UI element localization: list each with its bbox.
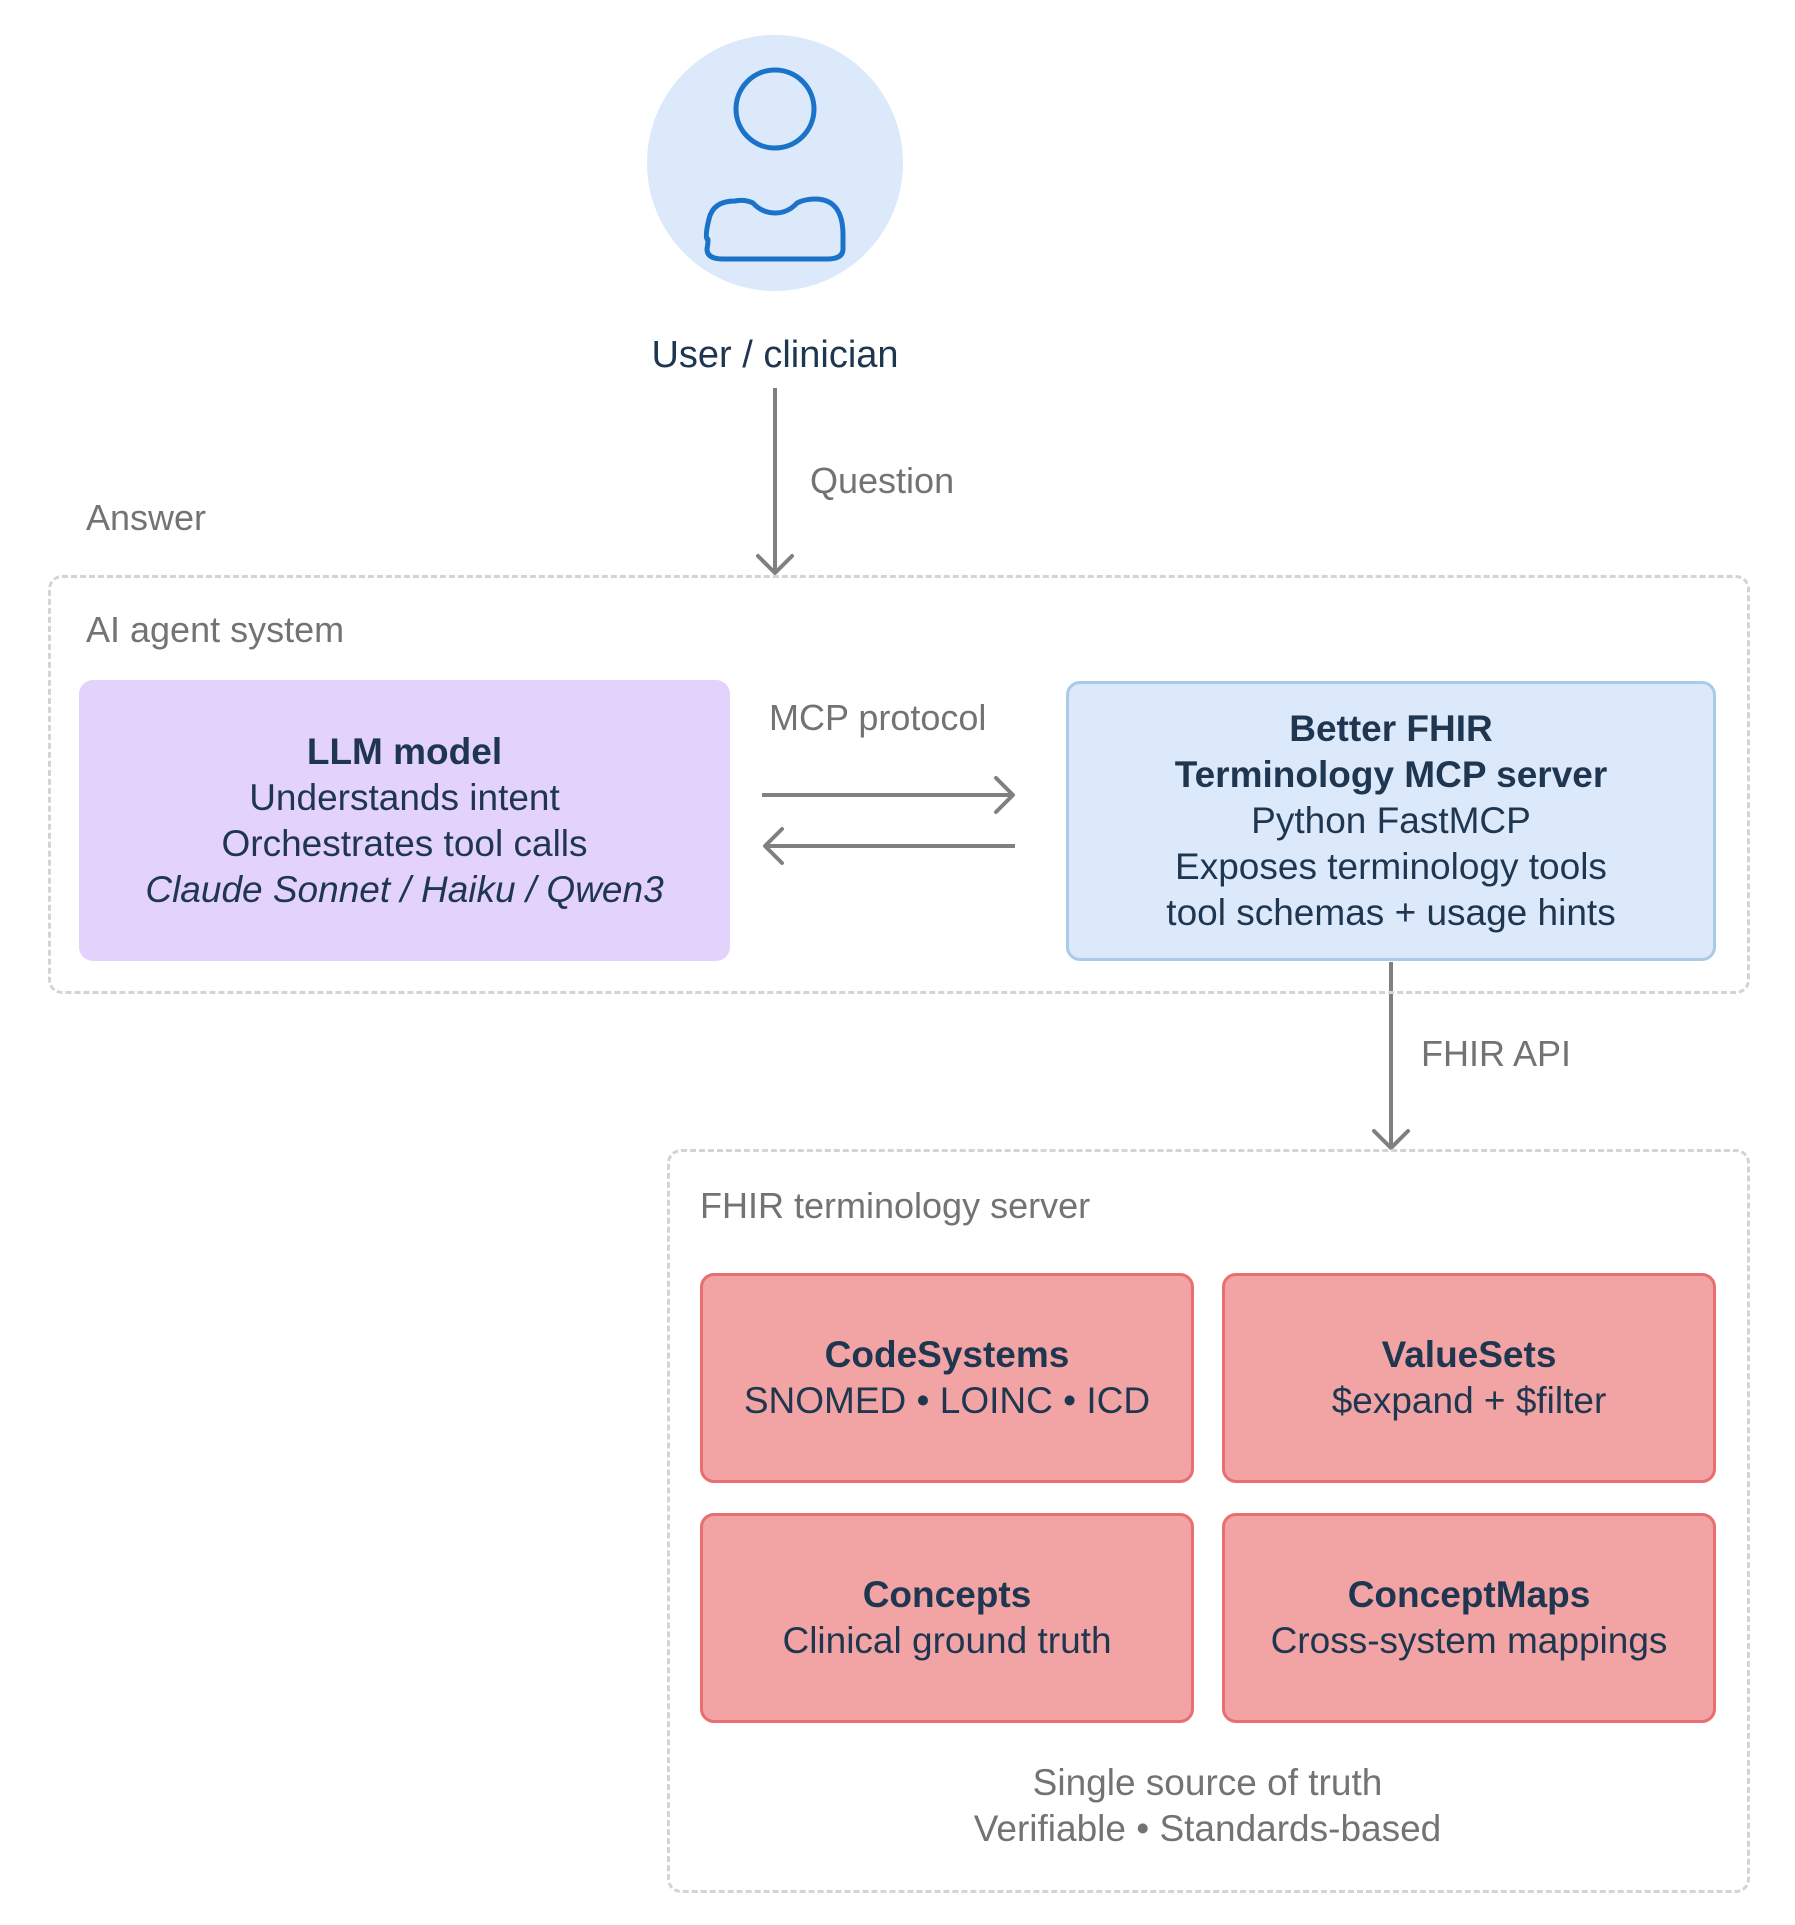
llm-line-models: Claude Sonnet / Haiku / Qwen3: [145, 868, 664, 910]
llm-model-title: LLM model: [306, 730, 503, 772]
ai-agent-system-title: AI agent system: [86, 609, 345, 650]
concepts-node: Concepts Clinical ground truth: [700, 1513, 1194, 1723]
fhir-server-footer: Single source of truth Verifiable • Stan…: [670, 1760, 1745, 1852]
mcp-request-arrow: [762, 776, 1015, 814]
answer-label: Answer: [86, 497, 207, 538]
conceptmaps-node: ConceptMaps Cross-system mappings: [1222, 1513, 1716, 1723]
question-arrow: [756, 388, 794, 575]
concepts-title: Concepts: [862, 1574, 1032, 1615]
fhir-server-group: [667, 1149, 1750, 1893]
ai-agent-system-group: [48, 575, 1750, 994]
mcp-server-title-2: Terminology MCP server: [1174, 754, 1608, 795]
footer-line-1: Single source of truth: [1032, 1762, 1383, 1803]
llm-line-intent: Understands intent: [249, 776, 560, 818]
conceptmaps-title: ConceptMaps: [1347, 1574, 1591, 1615]
mcp-line-fastmcp: Python FastMCP: [1251, 800, 1531, 841]
mcp-response-arrow: [763, 827, 1015, 865]
concepts-desc: Clinical ground truth: [782, 1620, 1112, 1661]
mcp-protocol-label: MCP protocol: [769, 697, 987, 738]
fhir-server-title: FHIR terminology server: [700, 1185, 1091, 1226]
conceptmaps-desc: Cross-system mappings: [1270, 1620, 1668, 1661]
question-label: Question: [810, 460, 955, 501]
mcp-line-schemas: tool schemas + usage hints: [1166, 892, 1616, 933]
fhir-api-label: FHIR API: [1421, 1033, 1572, 1074]
valuesets-node: ValueSets $expand + $filter: [1222, 1273, 1716, 1483]
mcp-server-node: Better FHIR Terminology MCP server Pytho…: [1066, 681, 1716, 961]
llm-model-node: LLM model Understands intent Orchestrate…: [79, 680, 730, 961]
codesystems-title: CodeSystems: [824, 1334, 1070, 1375]
mcp-line-tools: Exposes terminology tools: [1175, 846, 1607, 887]
valuesets-title: ValueSets: [1381, 1334, 1557, 1375]
llm-line-orchestrates: Orchestrates tool calls: [221, 822, 588, 864]
user-avatar: [647, 35, 903, 291]
mcp-server-title-1: Better FHIR: [1289, 708, 1493, 749]
footer-line-2: Verifiable • Standards-based: [973, 1808, 1442, 1849]
valuesets-desc: $expand + $filter: [1331, 1380, 1607, 1421]
user-icon: [703, 67, 846, 262]
codesystems-node: CodeSystems SNOMED • LOINC • ICD: [700, 1273, 1194, 1483]
user-label: User / clinician: [651, 334, 899, 376]
codesystems-desc: SNOMED • LOINC • ICD: [743, 1380, 1151, 1421]
